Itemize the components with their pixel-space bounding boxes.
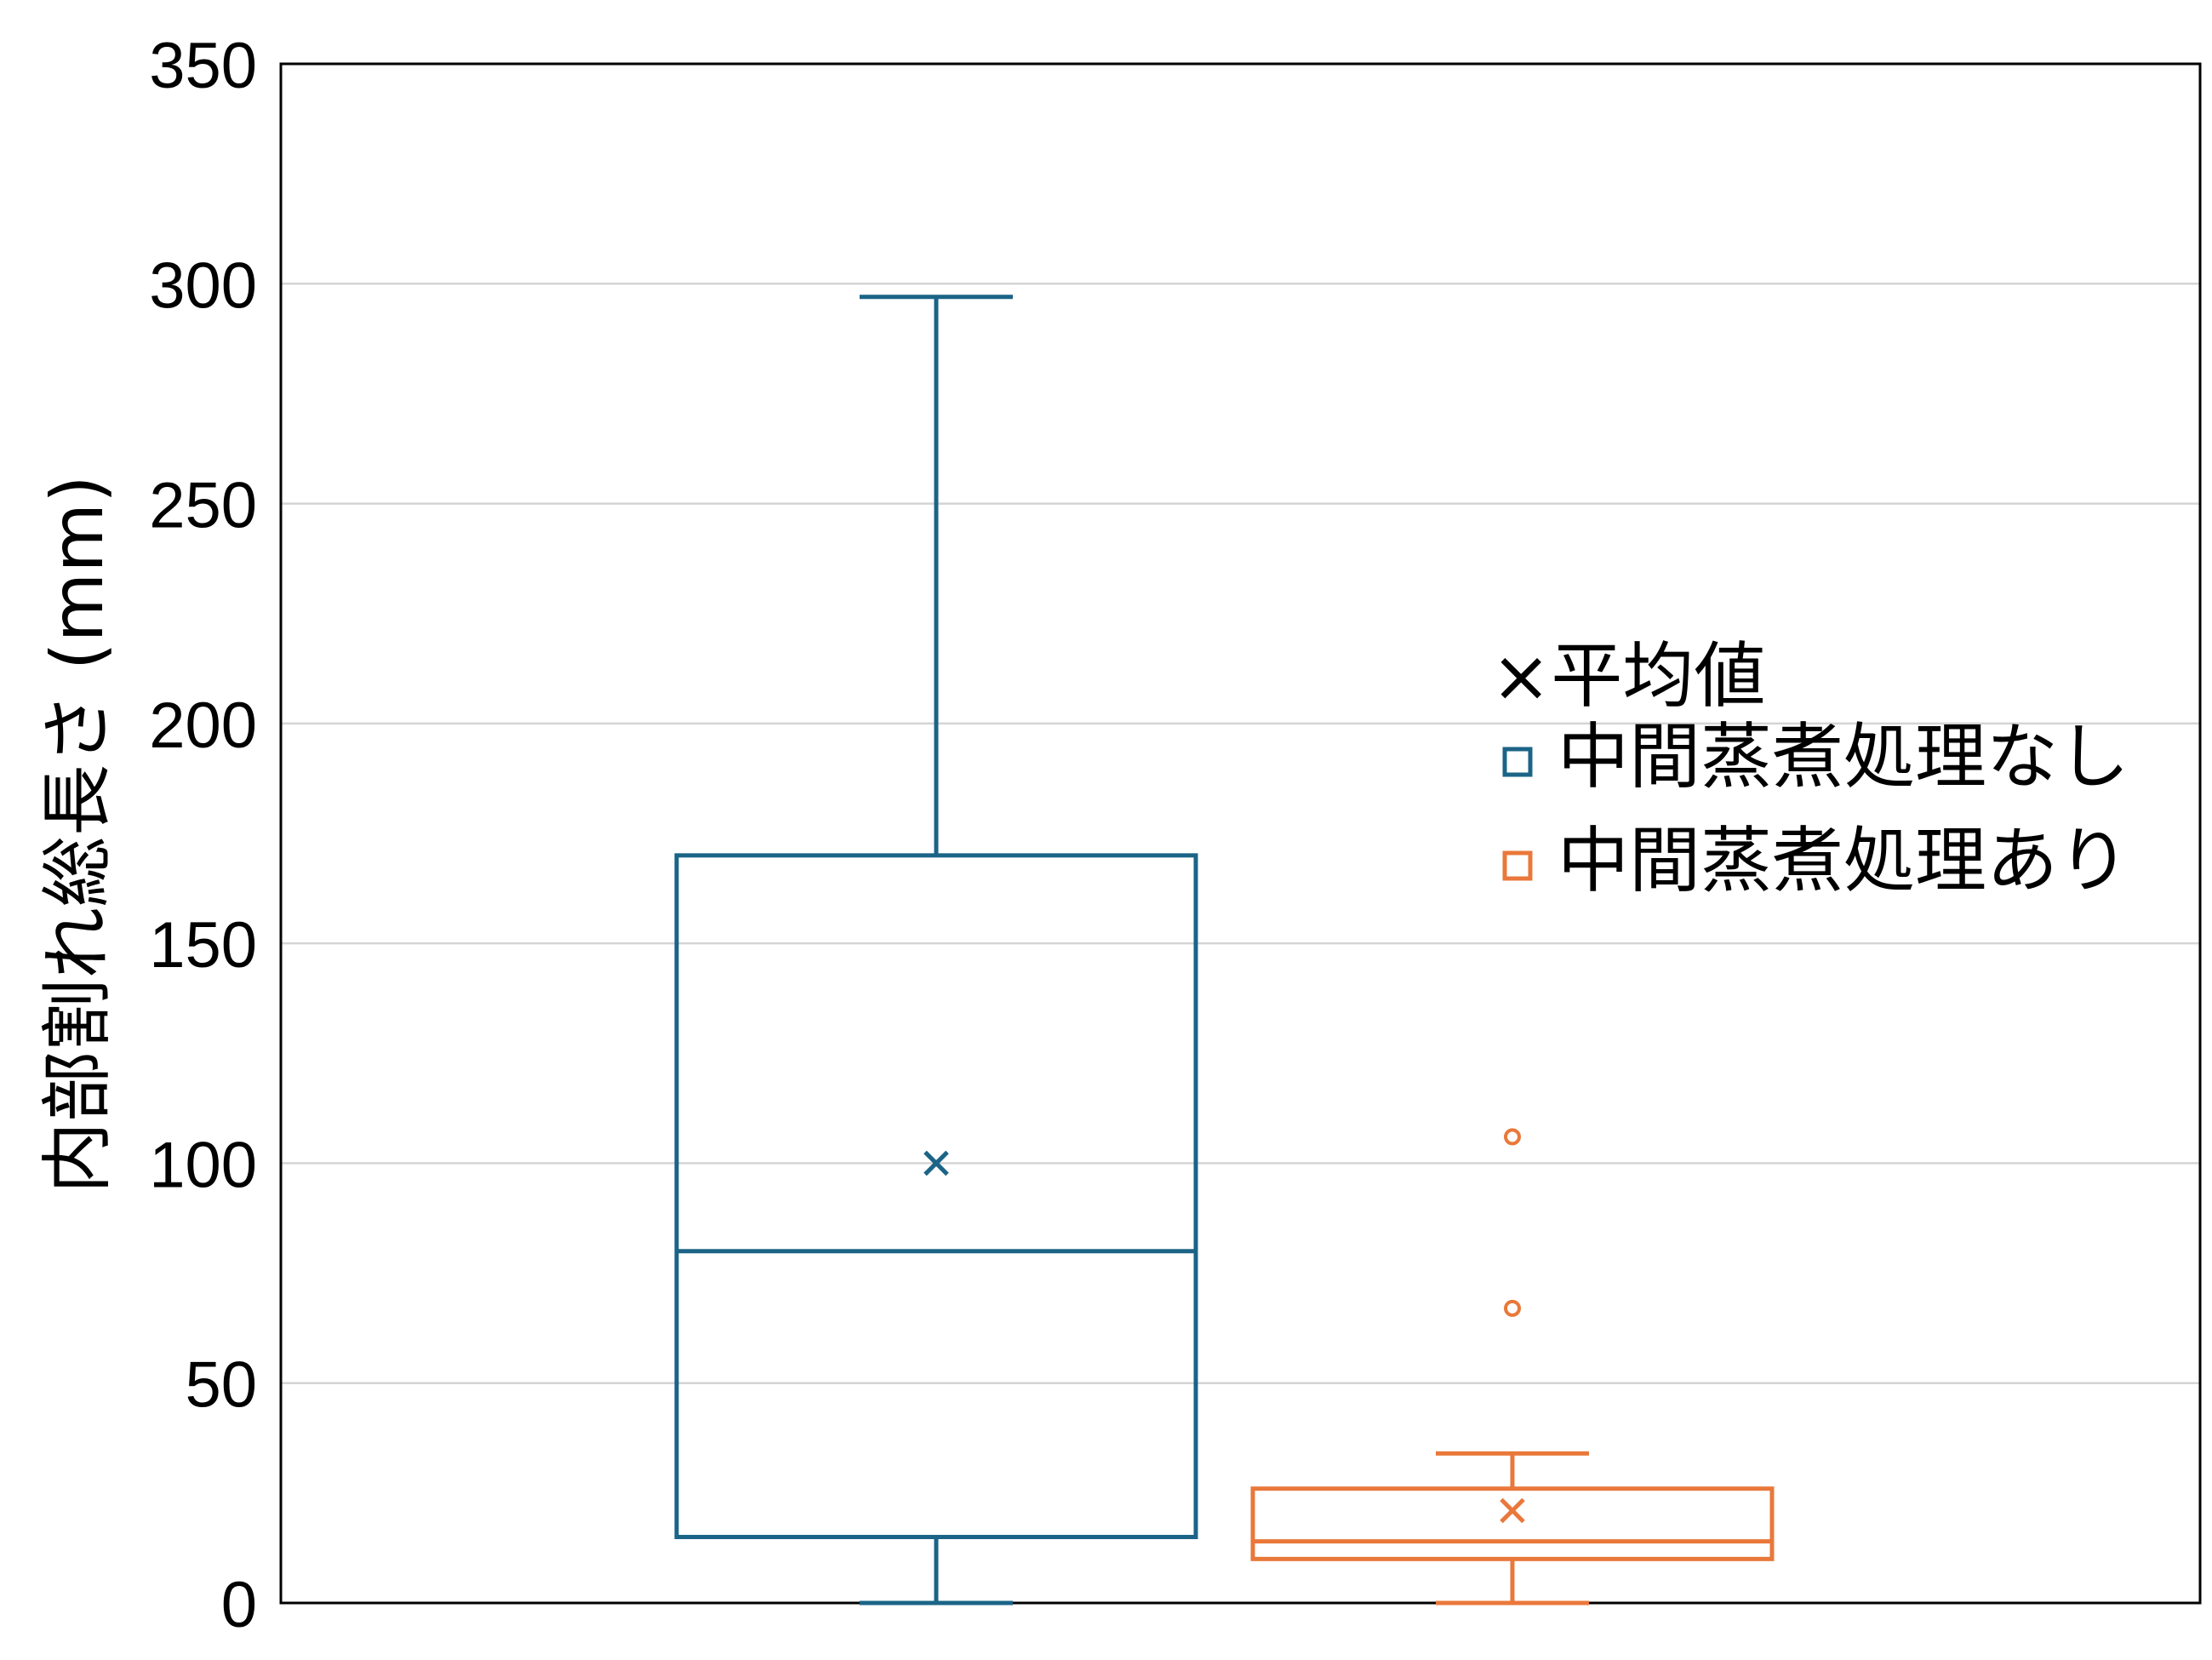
legend-swatch — [1502, 850, 1533, 881]
mean-marker-stroke — [923, 1150, 949, 1176]
outlier-point — [1504, 1299, 1521, 1317]
y-tick-label: 250 — [149, 470, 257, 542]
y-tick-label: 0 — [221, 1569, 257, 1641]
mean-marker — [1500, 1497, 1525, 1524]
y-tick-label: 300 — [149, 249, 257, 322]
plot-area-frame — [279, 62, 2202, 1605]
iqr-box — [1250, 1486, 1775, 1561]
box-series — [674, 295, 1775, 1606]
y-axis-tick-labels: 0 50 100 150 200 250 300 350 — [149, 30, 257, 1641]
y-tick-label: 50 — [185, 1349, 257, 1422]
legend-swatch — [1502, 747, 1533, 777]
y-tick-label: 350 — [149, 30, 257, 102]
y-tick-label: 150 — [149, 909, 257, 982]
mean-marker-stroke — [1500, 1497, 1525, 1524]
legend-label: 中間蒸煮処理あり — [1558, 819, 2129, 902]
mean-marker — [923, 1150, 949, 1176]
iqr-box — [674, 853, 1198, 1540]
y-tick-label: 200 — [149, 690, 257, 762]
y-tick-label: 100 — [149, 1129, 257, 1201]
box-1 — [674, 295, 1198, 1606]
gridlines — [281, 283, 2200, 1384]
y-axis-label: 内部割れ総長さ (mm) — [36, 475, 119, 1193]
legend-label: 中間蒸煮処理なし — [1558, 715, 2129, 799]
box-2 — [1250, 1128, 1775, 1606]
outlier-point — [1504, 1128, 1521, 1146]
legend-mean-label: ×平均値 — [1491, 634, 1765, 718]
